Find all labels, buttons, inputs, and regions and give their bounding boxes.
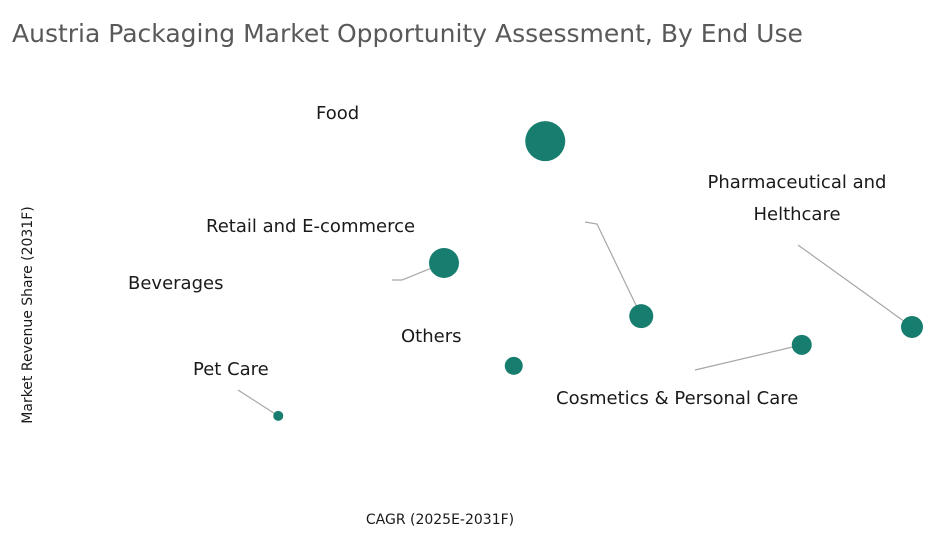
y-axis-label: Market Revenue Share (2031F) — [20, 206, 36, 423]
data-label-others: Others — [401, 326, 462, 347]
data-label-beverages: Beverages — [128, 273, 223, 294]
data-label-retail-and-e-commerce: Retail and E-commerce — [206, 216, 415, 237]
bubble-pet-care — [273, 410, 284, 421]
data-label-pet-care: Pet Care — [193, 359, 269, 380]
chart-title: Austria Packaging Market Opportunity Ass… — [12, 19, 803, 48]
data-label-cosmetics-personal-care: Cosmetics & Personal Care — [556, 388, 798, 409]
bubble-pharmaceutical-and-helthcare — [901, 316, 923, 338]
bubble-beverages — [429, 247, 459, 278]
bubble-retail-and-e-commerce — [629, 304, 654, 329]
bubble-food — [525, 121, 566, 162]
leader-line-cosmetics-personal-care — [694, 344, 802, 371]
x-axis-label: CAGR (2025E-2031F) — [366, 512, 514, 528]
leader-line-pet-care — [237, 389, 279, 417]
leader-line-retail-and-e-commerce — [584, 221, 642, 317]
leader-line-pharmaceutical-and-helthcare — [797, 244, 913, 328]
bubble-others — [504, 356, 523, 375]
leader-line-beverages — [392, 262, 445, 281]
data-label-food: Food — [316, 103, 359, 124]
bubble-cosmetics-personal-care — [791, 334, 812, 355]
